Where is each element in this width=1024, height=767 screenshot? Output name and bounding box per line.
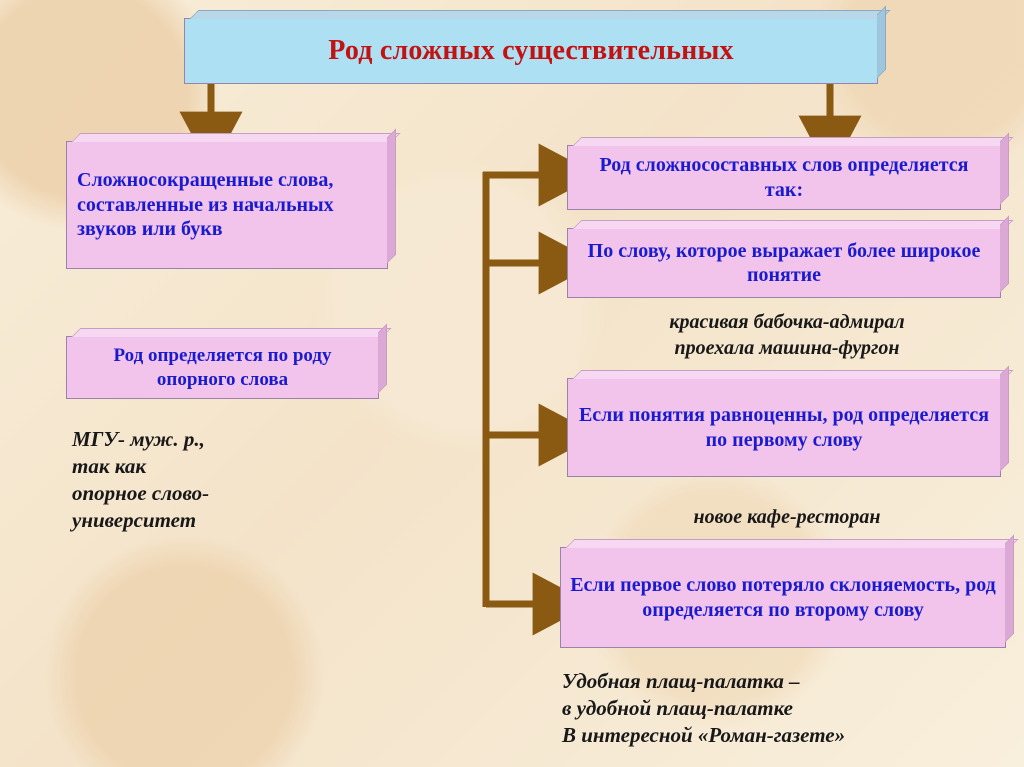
page-title: Род сложных существительных [328, 34, 734, 66]
right-box-1-bevel-right [1000, 132, 1009, 205]
left-box-abbreviations: Сложносокращенные слова, составленные из… [66, 128, 401, 269]
right-box-2-bevel-top [572, 220, 1014, 229]
right-box-broader-concept: По слову, которое выражает более широкое… [567, 215, 1014, 298]
title-box-bevel-right [877, 5, 886, 79]
right-box-3-label: Если понятия равноценны, род определяетс… [578, 404, 990, 451]
left-box-2-bevel-top [71, 328, 392, 337]
left-box-gender-rule: Род определяется по роду опорного слова [66, 323, 392, 399]
right-box-4-bevel-top [565, 539, 1019, 548]
right-box-3-bevel-top [572, 370, 1014, 379]
left-box-2-label: Род определяется по роду опорного слова [113, 345, 332, 390]
arrow-trunk-to-right-box1 [482, 143, 599, 607]
right-box-4-bevel-right [1005, 534, 1014, 643]
right-example-caption-1: красивая бабочка-адмирал проехала машина… [669, 311, 905, 359]
right-box-compound-words: Род сложносоставных слов определяется та… [567, 132, 1014, 210]
right-box-3-bevel-right [1000, 365, 1009, 472]
right-box-1-bevel-top [572, 137, 1014, 146]
left-example-caption: МГУ- муж. р., так как опорное слово- уни… [72, 427, 210, 532]
title-box-bevel-top [189, 10, 891, 19]
right-example-caption-3: Удобная плащ-палатка – в удобной плащ-па… [562, 669, 846, 747]
right-box-4-label: Если первое слово потеряло склоняемость,… [570, 574, 996, 621]
left-box-2-bevel-right [378, 323, 387, 394]
left-box-1-bevel-top [71, 133, 401, 142]
right-box-indeclinable-first-word: Если первое слово потеряло склоняемость,… [560, 534, 1019, 648]
right-example-caption-2: новое кафе-ресторан [693, 506, 881, 528]
left-box-1-label: Сложносокращенные слова, составленные из… [77, 169, 334, 241]
right-box-2-bevel-right [1000, 215, 1009, 293]
right-box-1-label: Род сложносоставных слов определяется та… [599, 154, 969, 201]
left-box-1-bevel-right [387, 128, 396, 264]
diagram-title-box: Род сложных существительных [184, 5, 891, 84]
right-box-equal-concepts: Если понятия равноценны, род определяетс… [567, 365, 1014, 477]
right-box-2-label: По слову, которое выражает более широкое… [587, 239, 981, 286]
